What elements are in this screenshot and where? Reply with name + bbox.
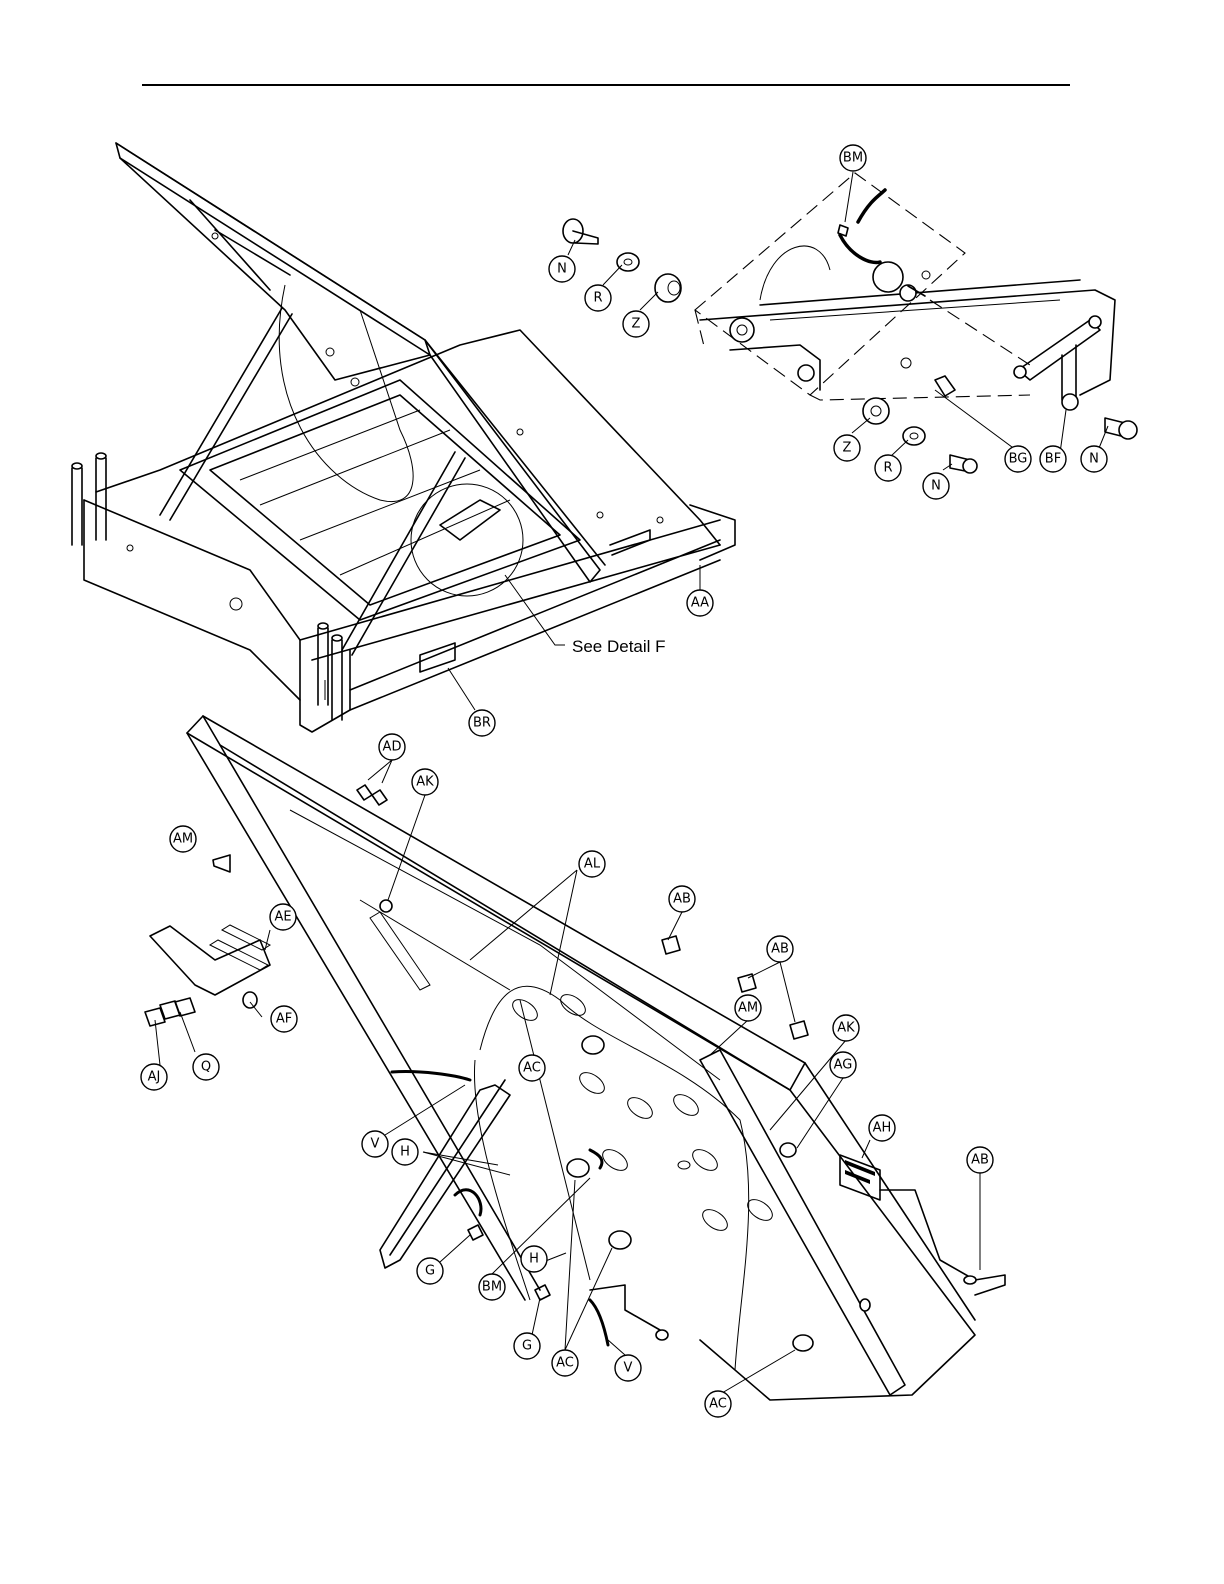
svg-text:BM: BM — [843, 151, 863, 166]
svg-text:AJ: AJ — [148, 1070, 161, 1085]
callout-q: Q — [193, 1054, 219, 1080]
callout-ad: AD — [379, 734, 405, 760]
callout-h-1: H — [392, 1139, 418, 1165]
callout-bm-bottom: BM — [479, 1274, 505, 1300]
svg-text:R: R — [593, 291, 602, 306]
svg-text:AE: AE — [274, 910, 291, 925]
callout-h-2: H — [521, 1246, 547, 1272]
callout-n-f1: N — [549, 256, 575, 282]
callout-n-f2: N — [923, 473, 949, 499]
callout-z-f2: Z — [834, 435, 860, 461]
callout-n-f3: N — [1081, 446, 1107, 472]
svg-text:AA: AA — [691, 596, 709, 611]
callout-g-2: G — [514, 1333, 540, 1359]
svg-text:R: R — [883, 461, 892, 476]
svg-text:AC: AC — [523, 1061, 541, 1076]
svg-text:AM: AM — [738, 1001, 758, 1016]
callout-aj: AJ — [141, 1064, 167, 1090]
callouts-detail-f: BM N R Z Z R N BG BF N — [549, 145, 1108, 499]
callout-ah: AH — [869, 1115, 895, 1141]
callout-ag: AG — [830, 1052, 856, 1078]
svg-text:BG: BG — [1009, 452, 1028, 467]
svg-text:N: N — [931, 479, 941, 494]
svg-text:AF: AF — [276, 1012, 292, 1027]
callout-af: AF — [271, 1006, 297, 1032]
callout-r-f1: R — [585, 285, 611, 311]
svg-text:AM: AM — [173, 832, 193, 847]
svg-text:AL: AL — [584, 857, 601, 872]
callout-aa: AA — [687, 590, 713, 616]
svg-text:AD: AD — [383, 740, 402, 755]
detail-f-note: See Detail F — [572, 637, 666, 656]
svg-text:BR: BR — [473, 716, 491, 731]
callout-z-f1: Z — [623, 311, 649, 337]
svg-text:V: V — [624, 1361, 633, 1376]
callout-am-2: AM — [735, 995, 761, 1021]
callout-ab-1: AB — [669, 886, 695, 912]
callout-al: AL — [579, 851, 605, 877]
svg-text:G: G — [522, 1339, 532, 1354]
callout-ae: AE — [270, 904, 296, 930]
callout-ab-2: AB — [767, 936, 793, 962]
callout-g-1: G — [417, 1258, 443, 1284]
callout-bm-f: BM — [840, 145, 866, 171]
svg-text:Z: Z — [843, 441, 852, 456]
svg-text:G: G — [425, 1264, 435, 1279]
svg-text:N: N — [1089, 452, 1099, 467]
svg-text:N: N — [557, 262, 567, 277]
svg-text:AK: AK — [416, 775, 434, 790]
deck-underside-assembly — [145, 716, 1005, 1400]
callout-v-2: V — [615, 1355, 641, 1381]
callout-r-f2: R — [875, 455, 901, 481]
svg-text:AC: AC — [709, 1397, 727, 1412]
svg-text:Z: Z — [632, 317, 641, 332]
callout-ab-3: AB — [967, 1147, 993, 1173]
svg-text:Q: Q — [201, 1060, 211, 1075]
svg-text:BM: BM — [482, 1280, 502, 1295]
callout-bf-f: BF — [1040, 446, 1066, 472]
svg-text:AC: AC — [556, 1356, 574, 1371]
callout-ac-1: AC — [519, 1055, 545, 1081]
svg-text:AK: AK — [837, 1021, 855, 1036]
svg-text:H: H — [529, 1252, 539, 1267]
callout-am-1: AM — [170, 826, 196, 852]
svg-text:AB: AB — [673, 892, 691, 907]
callout-ac-3: AC — [705, 1391, 731, 1417]
svg-text:V: V — [371, 1137, 380, 1152]
svg-text:AG: AG — [834, 1058, 853, 1073]
callout-ac-2: AC — [552, 1350, 578, 1376]
callout-v-1: V — [362, 1131, 388, 1157]
svg-text:AH: AH — [873, 1121, 892, 1136]
callout-bg-f: BG — [1005, 446, 1031, 472]
svg-text:H: H — [400, 1145, 410, 1160]
svg-text:BF: BF — [1045, 452, 1061, 467]
callout-br: BR — [469, 710, 495, 736]
callout-ak-1: AK — [412, 769, 438, 795]
svg-text:AB: AB — [971, 1153, 989, 1168]
svg-text:AB: AB — [771, 942, 789, 957]
callout-ak-2: AK — [833, 1015, 859, 1041]
